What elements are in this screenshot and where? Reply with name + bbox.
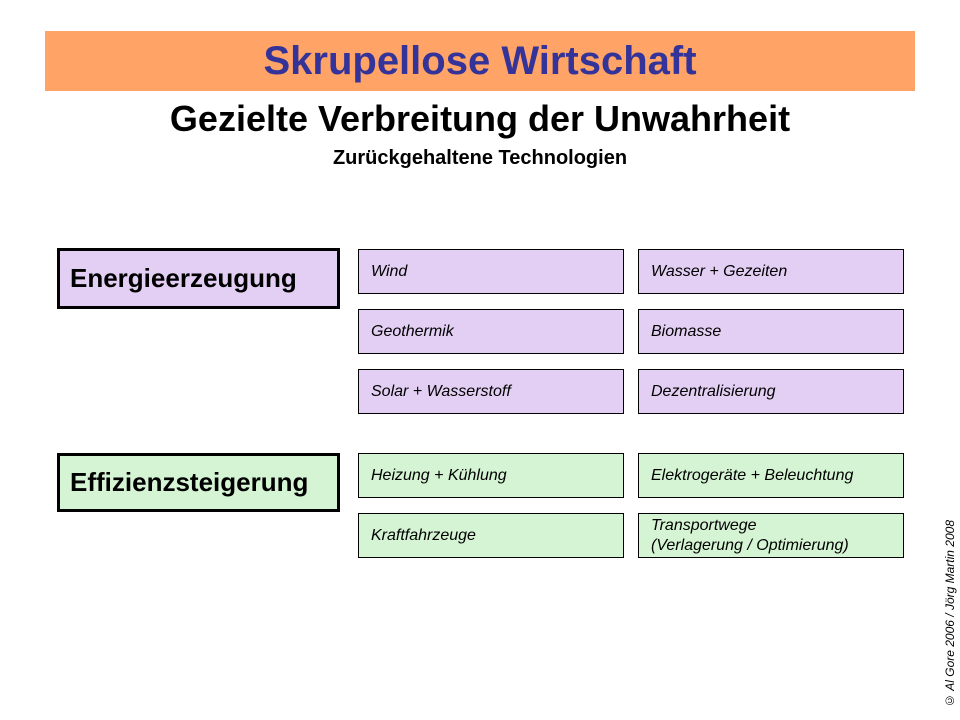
- page-subtitle: Zurückgehaltene Technologien: [332, 147, 628, 169]
- tech-item-biomasse: Biomasse: [638, 309, 904, 354]
- section-header-energieerzeugung: Energieerzeugung: [57, 248, 340, 309]
- section-header-effizienzsteigerung: Effizienzsteigerung: [57, 453, 340, 512]
- tech-item-solar-wasserstoff: Solar + Wasserstoff: [358, 369, 624, 414]
- banner: Skrupellose Wirtschaft: [45, 31, 915, 91]
- tech-item-geothermik: Geothermik: [358, 309, 624, 354]
- tech-item-wasser-gezeiten: Wasser + Gezeiten: [638, 249, 904, 294]
- tech-item-wind: Wind: [358, 249, 624, 294]
- tech-item-kraftfahrzeuge: Kraftfahrzeuge: [358, 513, 624, 558]
- tech-item-transportwege: Transportwege (Verlagerung / Optimierung…: [638, 513, 904, 558]
- banner-title: Skrupellose Wirtschaft: [263, 38, 697, 83]
- energy-items-grid: Wind Wasser + Gezeiten Geothermik Biomas…: [358, 249, 904, 414]
- tech-item-heizung-kuehlung: Heizung + Kühlung: [358, 453, 624, 498]
- efficiency-items-grid: Heizung + Kühlung Elektrogeräte + Beleuc…: [358, 453, 904, 558]
- page-title: Gezielte Verbreitung der Unwahrheit: [169, 98, 791, 139]
- tech-item-dezentralisierung: Dezentralisierung: [638, 369, 904, 414]
- copyright-credit: © Al Gore 2006 / Jörg Martin 2008: [943, 520, 957, 708]
- tech-item-elektrogeraete-beleuchtung: Elektrogeräte + Beleuchtung: [638, 453, 904, 498]
